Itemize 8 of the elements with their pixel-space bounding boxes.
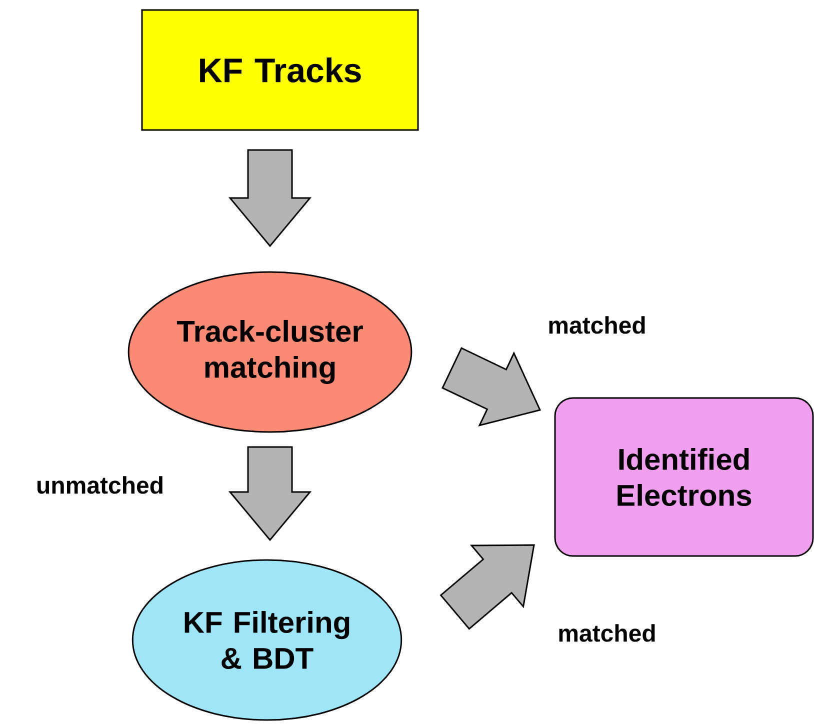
edge-label: matched xyxy=(549,316,645,334)
block-arrow xyxy=(228,149,312,248)
edge-label: matched xyxy=(559,624,655,642)
block-arrow xyxy=(442,347,542,427)
process-box: KF Tracks xyxy=(141,9,419,131)
block-arrow xyxy=(228,446,312,542)
edge-label: unmatched xyxy=(37,476,162,494)
result-box: Identified Electrons xyxy=(554,397,814,557)
